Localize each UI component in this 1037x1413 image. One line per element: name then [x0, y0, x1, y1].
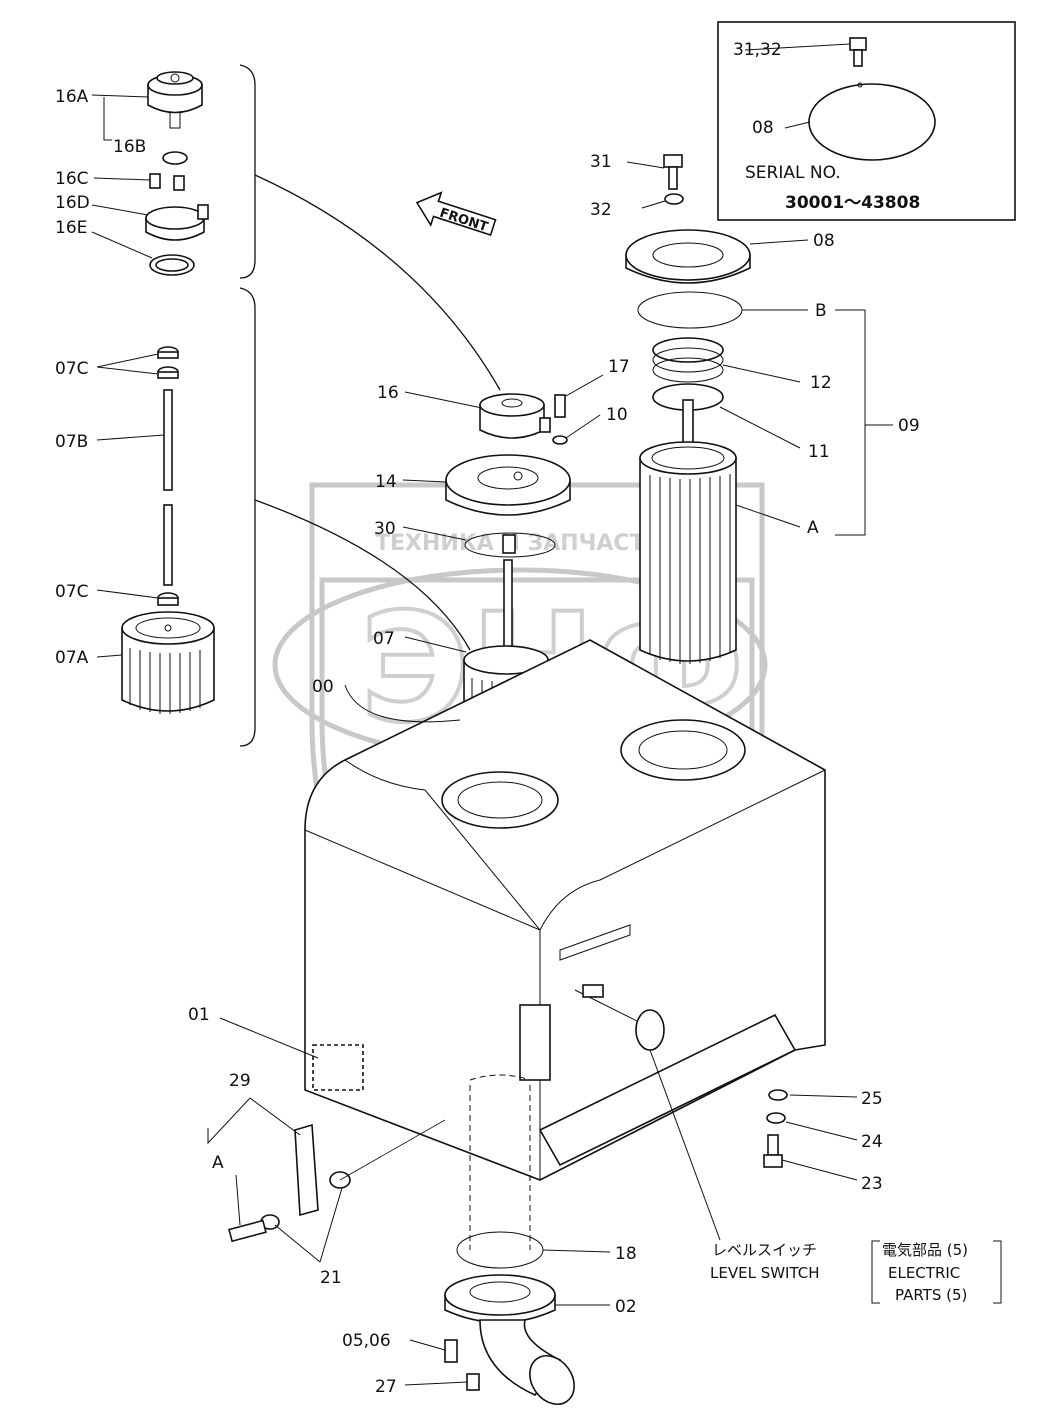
screws-16C	[149, 173, 185, 191]
nut-30	[502, 534, 516, 554]
oring-30	[464, 532, 556, 558]
cover-08	[625, 229, 751, 284]
callout-18: 18	[615, 1244, 637, 1264]
serial-inset: 31,32 08 SERIAL NO. 30001～43808	[717, 21, 1016, 221]
adapter-16D	[145, 204, 209, 241]
level-switch-jp: レベルスイッチ	[712, 1241, 817, 1259]
callout-07: 07	[373, 629, 395, 649]
rod-07	[503, 559, 513, 651]
inset-callout-08: 08	[752, 118, 774, 138]
callout-07C-top: 07C	[55, 359, 89, 379]
callout-01: 01	[188, 1005, 210, 1025]
serial-label: SERIAL NO.	[745, 163, 841, 183]
callout-09: 09	[898, 416, 920, 436]
washer-32	[664, 193, 684, 205]
bracket-07-assembly	[239, 287, 256, 747]
callout-11: 11	[808, 442, 830, 462]
callout-16C: 16C	[55, 169, 89, 189]
callout-05-06: 05,06	[342, 1331, 391, 1351]
callout-23: 23	[861, 1174, 883, 1194]
electric-parts-jp: 電気部品 (5)	[882, 1241, 968, 1259]
tank-body-00	[304, 639, 826, 1181]
callout-16E: 16E	[55, 218, 87, 238]
oring-16B	[162, 151, 188, 165]
nuts-07C-top	[157, 346, 179, 379]
inset-callout-31-32: 31,32	[733, 40, 782, 60]
electric-parts-en1: ELECTRIC	[888, 1264, 960, 1282]
washer-10	[552, 435, 568, 445]
bolt-05-06	[444, 1339, 458, 1363]
callout-16: 16	[377, 383, 399, 403]
callout-24: 24	[861, 1132, 883, 1152]
callout-A-filter: A	[807, 518, 819, 538]
electric-parts-en2: PARTS (5)	[895, 1286, 967, 1304]
callout-21: 21	[320, 1268, 342, 1288]
cover-14	[445, 454, 571, 516]
callout-31: 31	[590, 152, 612, 172]
callout-30: 30	[374, 519, 396, 539]
spring-12	[652, 337, 724, 383]
callout-07B: 07B	[55, 432, 88, 452]
plug-27	[466, 1373, 480, 1391]
callout-02: 02	[615, 1297, 637, 1317]
serial-range: 30001～43808	[785, 193, 920, 213]
bolt-17	[554, 394, 566, 418]
callout-08: 08	[813, 231, 835, 251]
callout-B: B	[815, 301, 827, 321]
callout-27: 27	[375, 1377, 397, 1397]
callout-17: 17	[608, 357, 630, 377]
callout-A-bracket: A	[212, 1153, 224, 1173]
leader-07-assembly	[254, 499, 471, 651]
callout-16A: 16A	[55, 87, 89, 107]
callout-25: 25	[861, 1089, 883, 1109]
washer-25	[768, 1089, 788, 1101]
leader-lines	[91, 94, 1002, 1386]
callout-00: 00	[312, 677, 334, 697]
callout-10: 10	[606, 405, 628, 425]
callout-16D: 16D	[55, 193, 90, 213]
callout-32: 32	[590, 200, 612, 220]
gasket-16E	[149, 254, 195, 276]
front-arrow: FRONT	[415, 191, 497, 236]
strainer-07A	[121, 611, 215, 714]
level-switch-en: LEVEL SWITCH	[710, 1264, 820, 1282]
leader-16-assembly	[254, 174, 501, 391]
valve-11	[652, 383, 724, 451]
callout-07A: 07A	[55, 648, 89, 668]
callout-16B: 16B	[113, 137, 146, 157]
bolt-23	[763, 1134, 783, 1168]
oring-B	[637, 291, 743, 329]
callout-12: 12	[810, 373, 832, 393]
bolt-31	[663, 154, 683, 190]
breather-16	[479, 393, 566, 439]
strainer-01	[312, 1044, 364, 1091]
callout-29: 29	[229, 1071, 251, 1091]
watermark-text: ТЕХНИКА И ЗАПЧАСТИ	[375, 531, 663, 556]
callout-labels: 16A 16B 16C 16D 16E 07C 07B 07C 07A 16 1…	[55, 87, 920, 1397]
bracket-29	[228, 1123, 351, 1243]
filter-element-A	[639, 441, 737, 664]
elbow-02	[444, 1274, 575, 1405]
cap-16A	[147, 71, 203, 129]
callout-07C-bottom: 07C	[55, 582, 89, 602]
rod-07B	[163, 389, 173, 586]
bracket-16-assembly	[239, 64, 256, 279]
callout-14: 14	[375, 472, 397, 492]
nut-07C-bottom	[157, 592, 179, 606]
washer-24	[766, 1112, 786, 1124]
